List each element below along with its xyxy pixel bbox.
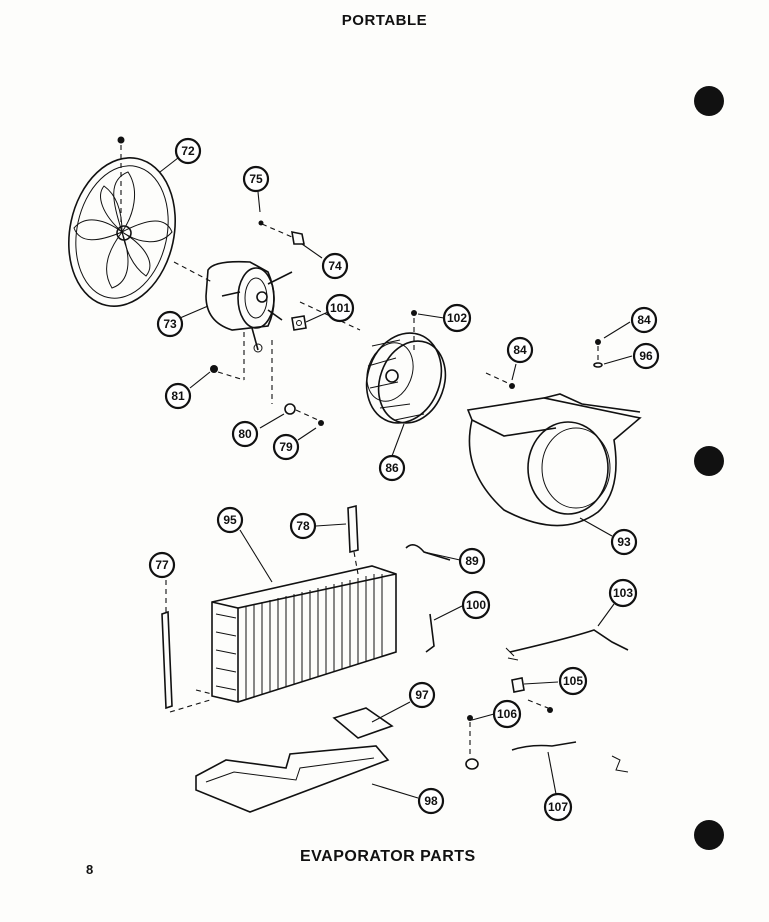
wiring-parts <box>465 629 629 773</box>
svg-text:74: 74 <box>328 259 342 273</box>
svg-text:101: 101 <box>330 301 350 315</box>
svg-text:97: 97 <box>415 688 429 702</box>
callout-74: 74 <box>321 252 349 280</box>
svg-text:106: 106 <box>497 707 517 721</box>
callout-107: 107 <box>543 792 573 822</box>
svg-text:98: 98 <box>424 794 438 808</box>
diagram-caption: EVAPORATOR PARTS <box>300 848 476 865</box>
callout-106: 106 <box>492 699 522 729</box>
callout-80: 80 <box>231 420 259 448</box>
callout-78: 78 <box>289 512 317 540</box>
binder-hole-bottom <box>694 820 724 850</box>
callout-84: 84 <box>506 336 534 364</box>
blower-housing-part <box>466 393 642 527</box>
binder-hole-middle <box>694 446 724 476</box>
svg-text:84: 84 <box>513 343 527 357</box>
svg-text:107: 107 <box>548 800 568 814</box>
svg-text:78: 78 <box>296 519 310 533</box>
callout-102: 102 <box>442 303 472 333</box>
svg-text:80: 80 <box>238 427 252 441</box>
callout-95: 95 <box>216 506 244 534</box>
callout-89: 89 <box>458 547 486 575</box>
callout-73: 73 <box>156 310 184 338</box>
svg-text:95: 95 <box>223 513 237 527</box>
callout-81: 81 <box>164 382 192 410</box>
page-number: 8 <box>86 862 94 877</box>
svg-text:100: 100 <box>466 598 486 612</box>
callout-79: 79 <box>272 433 300 461</box>
svg-text:105: 105 <box>563 674 583 688</box>
callout-84-right: 84 <box>630 306 658 334</box>
cover-plate-part <box>332 707 394 739</box>
svg-text:75: 75 <box>249 172 263 186</box>
svg-text:72: 72 <box>181 144 195 158</box>
svg-text:96: 96 <box>639 349 653 363</box>
hardware-parts <box>210 220 603 426</box>
callout-86: 86 <box>378 454 406 482</box>
callout-100: 100 <box>461 590 491 620</box>
svg-text:103: 103 <box>613 586 633 600</box>
binder-hole-top <box>694 86 724 116</box>
callout-72: 72 <box>174 137 202 165</box>
callout-101: 101 <box>325 293 355 323</box>
svg-text:81: 81 <box>171 389 185 403</box>
page-title: PORTABLE <box>341 12 428 29</box>
svg-text:84: 84 <box>637 313 651 327</box>
svg-text:79: 79 <box>279 440 293 454</box>
callout-97: 97 <box>408 681 436 709</box>
blower-wheel-part <box>365 332 447 424</box>
drain-pan-part <box>195 745 390 813</box>
svg-text:77: 77 <box>155 558 169 572</box>
svg-text:102: 102 <box>447 311 467 325</box>
evaporator-coil-part <box>169 565 397 713</box>
svg-text:73: 73 <box>163 317 177 331</box>
brackets-and-tubes <box>161 504 451 710</box>
leader-lines <box>159 157 633 799</box>
callout-103: 103 <box>608 578 638 608</box>
svg-text:89: 89 <box>465 554 479 568</box>
callout-96: 96 <box>632 342 660 370</box>
callout-98: 98 <box>417 787 445 815</box>
svg-text:93: 93 <box>617 535 631 549</box>
callout-105: 105 <box>558 666 588 696</box>
callout-77: 77 <box>148 551 176 579</box>
svg-text:86: 86 <box>385 461 399 475</box>
callout-75: 75 <box>242 165 270 193</box>
motor-part <box>173 260 361 404</box>
fan-blade-part <box>67 136 177 307</box>
callout-93: 93 <box>610 528 638 556</box>
